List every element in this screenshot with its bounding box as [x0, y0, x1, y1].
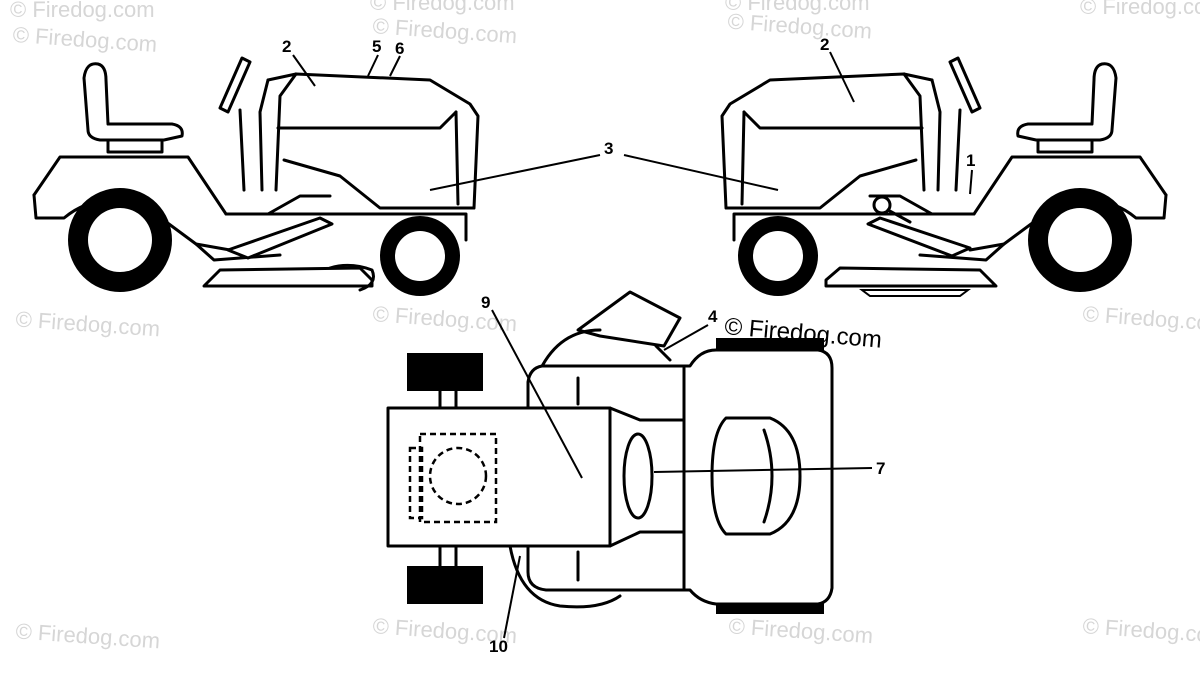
- grille-edge: [740, 110, 746, 206]
- callout-2-right: 2: [820, 35, 829, 54]
- leader-2-left: [292, 54, 316, 87]
- front-left-wheel: [407, 353, 483, 391]
- front-right-wheel: [407, 566, 483, 604]
- watermark: © Firedog.com: [1080, 0, 1200, 19]
- leader-3-right: [623, 154, 779, 191]
- discharge-chute: [576, 290, 682, 348]
- grille-edge: [454, 110, 460, 206]
- deck-edge: [538, 328, 602, 372]
- leader-10: [503, 555, 521, 639]
- leader-6: [389, 55, 401, 77]
- watermark: © Firedog.com: [725, 0, 870, 15]
- front-wheel-rim: [395, 231, 445, 281]
- hood-lip: [742, 110, 924, 130]
- hood-lip: [276, 110, 458, 130]
- chute-mount: [654, 344, 672, 362]
- lever-knob: [872, 195, 892, 215]
- leader-1: [969, 169, 973, 195]
- rear-fender: [868, 155, 1168, 216]
- leader-lines: [292, 51, 973, 639]
- footrest: [194, 242, 282, 262]
- mower-deck: [824, 266, 998, 288]
- hood-rear-edge: [902, 72, 926, 192]
- seat: [82, 62, 184, 142]
- engine-outline: [418, 432, 498, 524]
- watermark: © Firedog.com: [1082, 613, 1200, 648]
- watermark: © Firedog.com: [372, 13, 518, 48]
- seat-top: [710, 416, 802, 536]
- hood-rear-edge: [274, 72, 298, 192]
- rear-wheel-rim: [88, 208, 152, 272]
- leader-7: [653, 467, 873, 473]
- watermark: © Firedog.com: [1082, 301, 1200, 336]
- hood-taper: [608, 406, 686, 548]
- leader-5: [367, 54, 379, 77]
- seat-base: [106, 138, 164, 154]
- watermark: © Firedog.com: [15, 618, 161, 653]
- callout-3: 3: [604, 139, 613, 158]
- callout-5: 5: [372, 37, 381, 56]
- callout-2-left: 2: [282, 37, 291, 56]
- callout-1: 1: [966, 151, 975, 170]
- engine-side: [408, 446, 424, 520]
- watermark: © Firedog.com: [12, 22, 158, 57]
- dash-panel: [258, 78, 270, 192]
- leader-4: [663, 324, 709, 351]
- steering-wheel: [948, 56, 982, 114]
- tractor-left-side-view: [32, 56, 480, 296]
- frame-rail: [224, 212, 468, 242]
- callout-10: 10: [489, 637, 508, 656]
- seat-base: [1036, 138, 1094, 154]
- rear-wheel-rim: [1048, 208, 1112, 272]
- lever-arm: [886, 208, 912, 224]
- seat: [1016, 62, 1118, 142]
- seat-back: [762, 428, 774, 524]
- air-filter-outline: [428, 446, 488, 506]
- lift-lever: [226, 216, 334, 260]
- discharge-chute: [328, 263, 375, 292]
- leader-9: [491, 309, 583, 479]
- watermark: © Firedog.com: [728, 613, 874, 648]
- steering-column: [238, 108, 246, 192]
- watermark: © Firedog.com: [370, 0, 515, 15]
- callout-7: 7: [876, 459, 885, 478]
- watermark: © Firedog.com: [15, 306, 161, 341]
- watermark: © Firedog.com: [10, 0, 155, 22]
- steering-wheel: [218, 56, 252, 114]
- deck-skirt: [859, 289, 971, 297]
- front-wheel-rim: [753, 231, 803, 281]
- tractor-right-side-view: [720, 56, 1168, 297]
- callout-6: 6: [395, 39, 404, 58]
- callout-4: 4: [708, 307, 718, 326]
- steering-console: [622, 432, 654, 520]
- leader-3-left: [429, 154, 601, 191]
- rear-fender: [32, 155, 332, 216]
- dash-panel: [930, 78, 942, 192]
- callout-labels: 2 5 6 2 3 1 4 9 7 10: [282, 35, 975, 656]
- leader-2-right: [829, 51, 855, 103]
- steering-column: [954, 108, 962, 192]
- callout-9: 9: [481, 293, 490, 312]
- lift-lever: [866, 216, 972, 258]
- front-axle: [438, 389, 458, 568]
- hood-outline: [720, 72, 934, 210]
- mower-deck: [202, 266, 374, 288]
- tractor-top-view: [386, 290, 834, 614]
- footrest: [918, 242, 1006, 262]
- hood-outline: [266, 72, 480, 210]
